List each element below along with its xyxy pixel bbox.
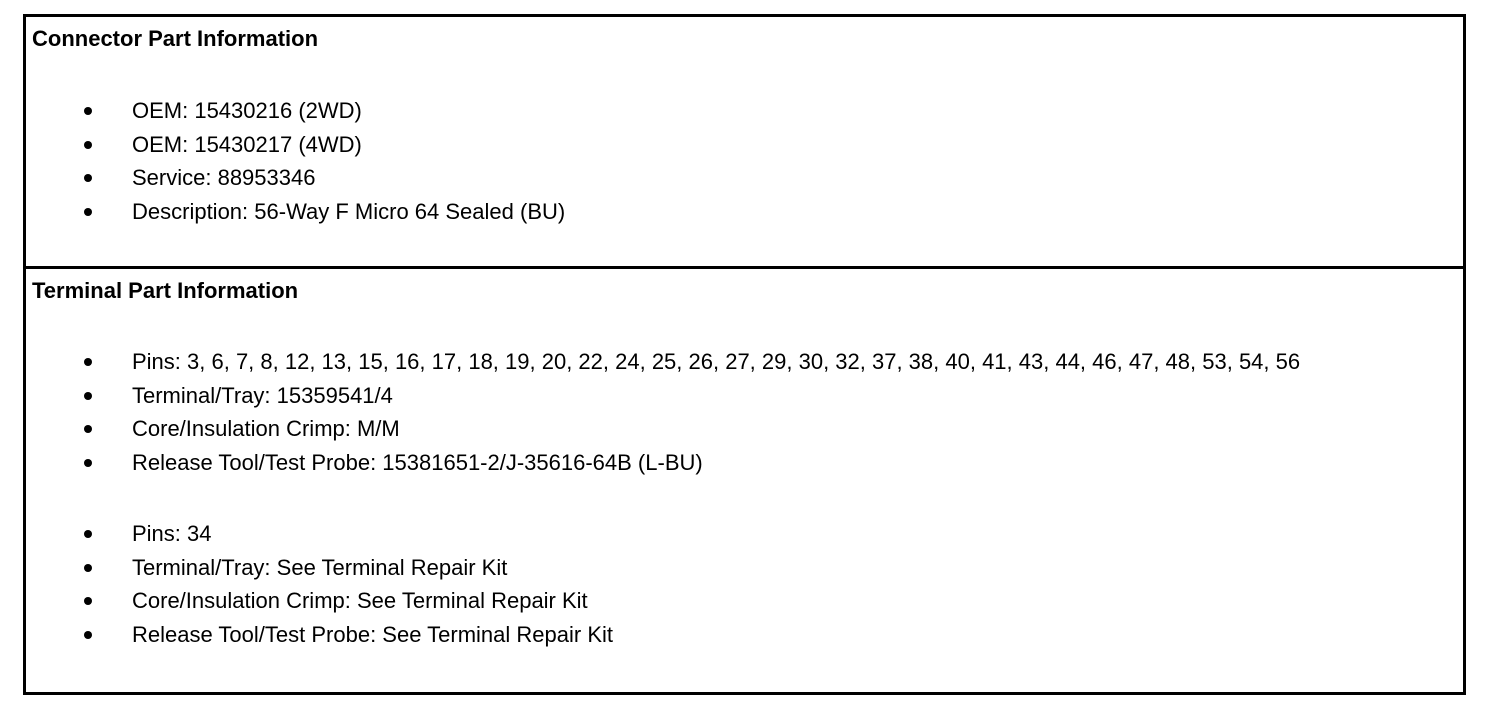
list-item-text: OEM: 15430216 (2WD)	[132, 98, 362, 123]
terminal-part-section: Terminal Part Information Pins: 3, 6, 7,…	[26, 269, 1463, 692]
connector-section-title: Connector Part Information	[32, 26, 319, 51]
bullet-icon	[84, 174, 92, 182]
bullet-icon	[84, 107, 92, 115]
list-item-text: Core/Insulation Crimp: M/M	[132, 416, 400, 441]
bullet-icon	[84, 391, 92, 400]
list-item-text: Terminal/Tray: 15359541/4	[132, 382, 393, 408]
bullet-icon	[84, 563, 92, 572]
terminal-section-title: Terminal Part Information	[32, 278, 299, 303]
list-item-text: Pins: 34	[132, 521, 212, 546]
bullet-icon	[84, 630, 92, 639]
list-item-text: Description: 56-Way F Micro 64 Sealed (B…	[132, 198, 566, 224]
bullet-icon	[84, 140, 92, 149]
bullet-icon	[84, 530, 92, 538]
part-info-table: Connector Part Information OEM: 15430216…	[23, 14, 1466, 695]
list-item-text: Release Tool/Test Probe: See Terminal Re…	[132, 621, 613, 647]
list-item-text: Pins: 3, 6, 7, 8, 12, 13, 15, 16, 17, 18…	[132, 349, 1301, 374]
list-item-text: OEM: 15430217 (4WD)	[132, 131, 362, 157]
list-item-text: Service: 88953346	[132, 165, 316, 190]
connector-part-section: Connector Part Information OEM: 15430216…	[26, 17, 1463, 269]
list-item-text: Release Tool/Test Probe: 15381651-2/J-35…	[132, 449, 703, 475]
bullet-icon	[84, 458, 92, 467]
list-item-text: Core/Insulation Crimp: See Terminal Repa…	[132, 588, 588, 613]
list-item-text: Terminal/Tray: See Terminal Repair Kit	[132, 554, 508, 580]
bullet-icon	[84, 597, 92, 605]
bullet-icon	[84, 358, 92, 366]
bullet-icon	[84, 207, 92, 216]
bullet-icon	[84, 425, 92, 433]
